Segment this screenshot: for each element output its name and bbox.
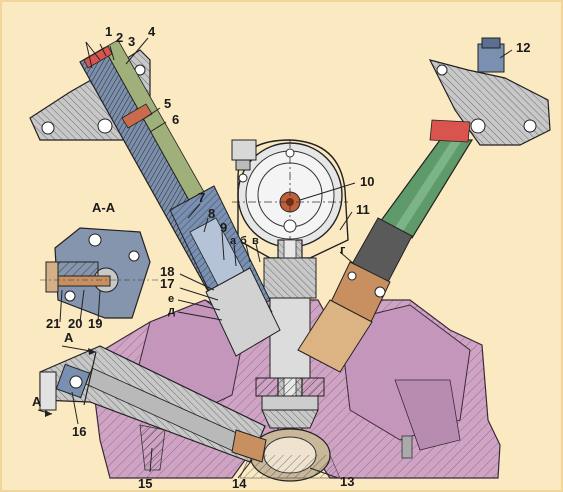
callout-17: 17	[160, 276, 174, 291]
central-valve-assembly	[231, 139, 349, 482]
section-title: А-А	[92, 200, 116, 215]
callout-5: 5	[164, 96, 171, 111]
callout-20: 20	[68, 316, 82, 331]
callout-g: г	[340, 242, 346, 257]
callout-8: 8	[208, 206, 215, 221]
callout-9: 9	[220, 220, 227, 235]
callout-4: 4	[148, 24, 156, 39]
callout-a: а	[230, 235, 237, 247]
callout-11: 11	[356, 202, 370, 217]
callout-19: 19	[88, 316, 102, 331]
callout-labels: 1 2 3 4 5 6 7 8 9 10 11 12 13 14 15 16 1…	[32, 24, 530, 491]
callout-15: 15	[138, 476, 152, 491]
section-marker-bottom: А	[32, 394, 42, 409]
callout-e: е	[168, 293, 174, 305]
callout-d: д	[168, 305, 175, 317]
callout-16: 16	[72, 424, 86, 439]
callout-21: 21	[46, 316, 60, 331]
callout-6: 6	[172, 112, 179, 127]
callout-13: 13	[340, 474, 354, 489]
callout-b: б	[240, 235, 247, 247]
callout-v: в	[252, 235, 259, 247]
callout-7: 7	[198, 190, 205, 205]
callout-3: 3	[128, 34, 135, 49]
section-markers	[37, 345, 97, 417]
callout-10: 10	[360, 174, 374, 189]
lower-left-rod	[39, 345, 267, 463]
callout-14: 14	[232, 476, 247, 491]
callout-12: 12	[516, 40, 530, 55]
left-inclined-rod	[29, 39, 281, 357]
callout-2: 2	[116, 30, 123, 45]
section-marker-top: А	[64, 330, 74, 345]
section-a-a-inset	[40, 227, 160, 319]
leader-lines	[59, 37, 513, 479]
right-inclined-rod	[297, 37, 551, 373]
callout-18: 18	[160, 264, 174, 279]
callout-1: 1	[105, 24, 112, 39]
